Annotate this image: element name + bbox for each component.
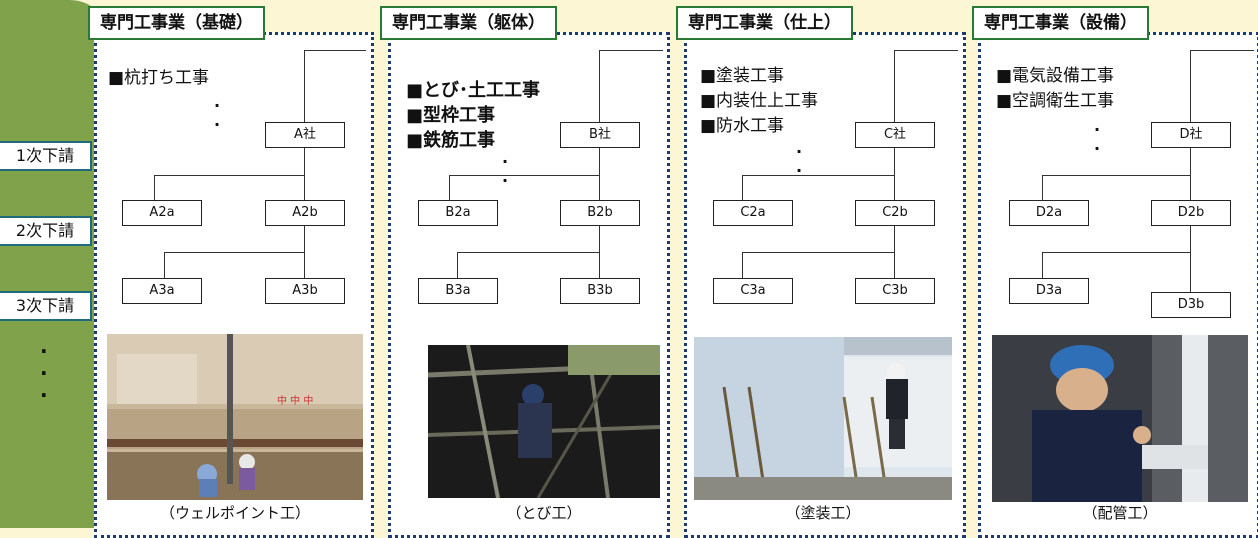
connector-line [457,252,458,278]
connector-line [1190,50,1254,51]
company-box-l3-right: B3b [560,278,640,304]
tier-label-2: 2次下請 [0,216,92,246]
company-box-l3-left: C3a [713,278,793,304]
photo-caption: （配管工） [1082,504,1158,522]
ellipsis: ·· [502,152,509,190]
sidebar [0,0,110,528]
connector-line [449,175,450,200]
company-box-l3-right: C3b [855,278,935,304]
panel-title-equipment: 専門工事業（設備） [972,6,1149,40]
connector-line [599,50,600,122]
company-box-l3-left: B3a [418,278,498,304]
company-box-l3-left: D3a [1009,278,1089,304]
company-box-l3-right: A3b [265,278,345,304]
photo-caption: （とび工） [506,504,582,522]
company-box-l3-right: D3b [1151,292,1231,318]
connector-line [1042,175,1043,200]
connector-line [894,50,895,122]
svg-text:中 中 中: 中 中 中 [277,394,313,407]
connector-line [894,50,958,51]
connector-line [742,175,743,200]
company-box-top: A社 [265,122,345,148]
panel-note: ■鉄筋工事 [406,130,496,151]
ellipsis: ·· [1094,120,1101,158]
connector-line [1190,148,1191,200]
company-box-l2-right: B2b [560,200,640,226]
company-box-top: D社 [1151,122,1231,148]
connector-line [449,175,600,176]
connector-line [457,252,600,253]
connector-line [894,148,895,200]
connector-line [1042,252,1191,253]
panel-note: ■空調衛生工事 [996,91,1115,111]
photo-wellpoint: 中 中 中 [107,334,363,500]
connector-line [742,252,743,278]
connector-line [154,175,155,200]
company-box-l2-left: D2a [1009,200,1089,226]
connector-line [304,50,366,51]
panel-title-foundation: 専門工事業（基礎） [88,6,265,40]
continuation-dots: ··· [40,339,48,407]
panel-title-structure: 専門工事業（躯体） [380,6,557,40]
tier-label-1: 1次下請 [0,141,92,171]
panel-note: ■とび･土工工事 [406,80,541,101]
photo-caption: （塗装工） [785,504,861,522]
photo-painting [694,337,952,500]
connector-line [599,148,600,200]
photo-scaffolding [428,345,660,498]
company-box-top: C社 [855,122,935,148]
photo-caption: （ウェルポイント工） [159,504,310,522]
ellipsis: ·· [796,142,803,180]
panel-note: ■塗装工事 [700,66,785,86]
panel-title-finishing: 専門工事業（仕上） [676,6,853,40]
connector-line [164,252,305,253]
connector-line [154,175,305,176]
panel-note: ■電気設備工事 [996,66,1115,86]
company-box-l3-left: A3a [122,278,202,304]
connector-line [742,175,895,176]
tier-label-3: 3次下請 [0,291,92,321]
panel-note: ■防水工事 [700,116,785,136]
company-box-l2-right: A2b [265,200,345,226]
panel-note: ■杭打ち工事 [108,68,210,88]
connector-line [304,50,305,122]
connector-line [1190,50,1191,122]
connector-line [1042,252,1043,278]
connector-line [304,148,305,200]
company-box-l2-right: C2b [855,200,935,226]
connector-line [1190,226,1191,292]
connector-line [1042,175,1191,176]
company-box-top: B社 [560,122,640,148]
connector-line [164,252,165,278]
connector-line [599,50,663,51]
photo-plumbing [992,335,1248,502]
company-box-l2-left: A2a [122,200,202,226]
panel-note: ■型枠工事 [406,105,496,126]
company-box-l2-right: D2b [1151,200,1231,226]
company-box-l2-left: C2a [713,200,793,226]
ellipsis: ·· [214,96,221,134]
company-box-l2-left: B2a [418,200,498,226]
panel-note: ■内装仕上工事 [700,91,819,111]
connector-line [742,252,895,253]
